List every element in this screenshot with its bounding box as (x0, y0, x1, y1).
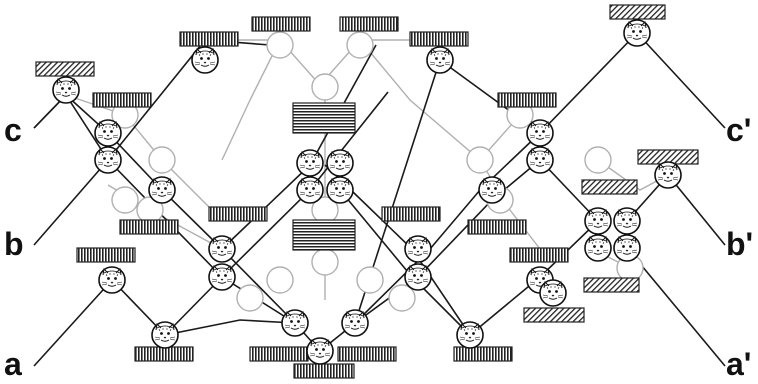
vertical-stripe-bar-icon (382, 207, 440, 221)
hatched-bar-icon (610, 5, 665, 19)
empty-node-icon (312, 74, 338, 100)
vertical-stripe-bar-icon (454, 347, 512, 361)
empty-node-icon (149, 147, 175, 173)
vertical-stripe-bar-icon (252, 17, 310, 31)
cat-face-icon (585, 235, 611, 261)
vertical-stripe-bar-icon (209, 207, 267, 221)
cat-face-icon (297, 177, 323, 203)
cat-face-icon (540, 280, 566, 306)
cat-face-icon (527, 147, 553, 173)
label-a: a (4, 346, 22, 382)
hatched-bar-icon (524, 308, 584, 322)
cat-face-icon (282, 310, 308, 336)
vertical-stripe-bar-icon (120, 220, 178, 234)
hatched-bar-icon (582, 180, 637, 194)
empty-node-icon (267, 32, 293, 58)
cat-face-icon (53, 77, 79, 103)
cat-face-icon (527, 120, 553, 146)
vertical-stripe-bar-icon (135, 347, 193, 361)
cat-face-icon (209, 264, 235, 290)
vertical-stripe-bar-icon (340, 17, 398, 31)
cat-face-icon (192, 47, 218, 73)
cat-face-icon (405, 236, 431, 262)
empty-node-icon (585, 147, 611, 173)
empty-node-icon (237, 285, 263, 311)
empty-node-icon (357, 267, 383, 293)
cat-face-icon (209, 236, 235, 262)
vertical-stripe-bar-icon (77, 248, 135, 262)
hatched-bar-icon (36, 62, 94, 76)
cat-face-icon (614, 208, 640, 234)
vertical-stripe-bar-icon (510, 248, 568, 262)
cat-face-icon (457, 322, 483, 348)
cat-face-icon (95, 120, 121, 146)
cat-face-icon (297, 150, 323, 176)
cat-face-icon (585, 208, 611, 234)
label-b: b (4, 226, 24, 262)
cat-face-icon (99, 267, 125, 293)
cat-face-icon (427, 47, 453, 73)
label-b-prime: b' (726, 226, 753, 262)
cat-face-icon (149, 177, 175, 203)
empty-node-icon (267, 267, 293, 293)
label-c-prime: c' (726, 112, 751, 148)
horizontal-stripe-bar-icon (293, 103, 355, 133)
label-c: c (4, 112, 22, 148)
empty-path-line (222, 40, 280, 160)
vertical-stripe-bar-icon (93, 93, 151, 107)
cat-face-icon (342, 310, 368, 336)
vertical-stripe-bar-icon (294, 364, 354, 378)
empty-node-icon (467, 147, 493, 173)
horizontal-stripe-bar-icon (293, 220, 355, 250)
empty-node-icon (112, 187, 138, 213)
cat-face-icon (405, 264, 431, 290)
vertical-stripe-bar-icon (498, 93, 556, 107)
empty-nodes (112, 32, 643, 311)
cat-face-icon (327, 177, 353, 203)
vertical-stripe-bar-icon (338, 347, 396, 361)
vertical-stripe-bar-icon (180, 32, 238, 46)
vertical-stripe-bar-icon (410, 32, 468, 46)
cat-face-icon (327, 150, 353, 176)
cat-face-icon (479, 177, 505, 203)
cat-face-icon (614, 235, 640, 261)
cat-face-icon (152, 322, 178, 348)
vertical-stripe-bar-icon (250, 347, 308, 361)
empty-node-icon (312, 249, 338, 275)
cat-face-icon (307, 338, 333, 364)
cat-face-icon (655, 162, 681, 188)
cat-face-icon (624, 20, 650, 46)
empty-node-icon (347, 32, 373, 58)
cat-face-icon (95, 147, 121, 173)
label-a-prime: a' (726, 346, 751, 382)
hatched-bar-icon (584, 278, 639, 292)
vertical-stripe-bar-icon (468, 220, 526, 234)
